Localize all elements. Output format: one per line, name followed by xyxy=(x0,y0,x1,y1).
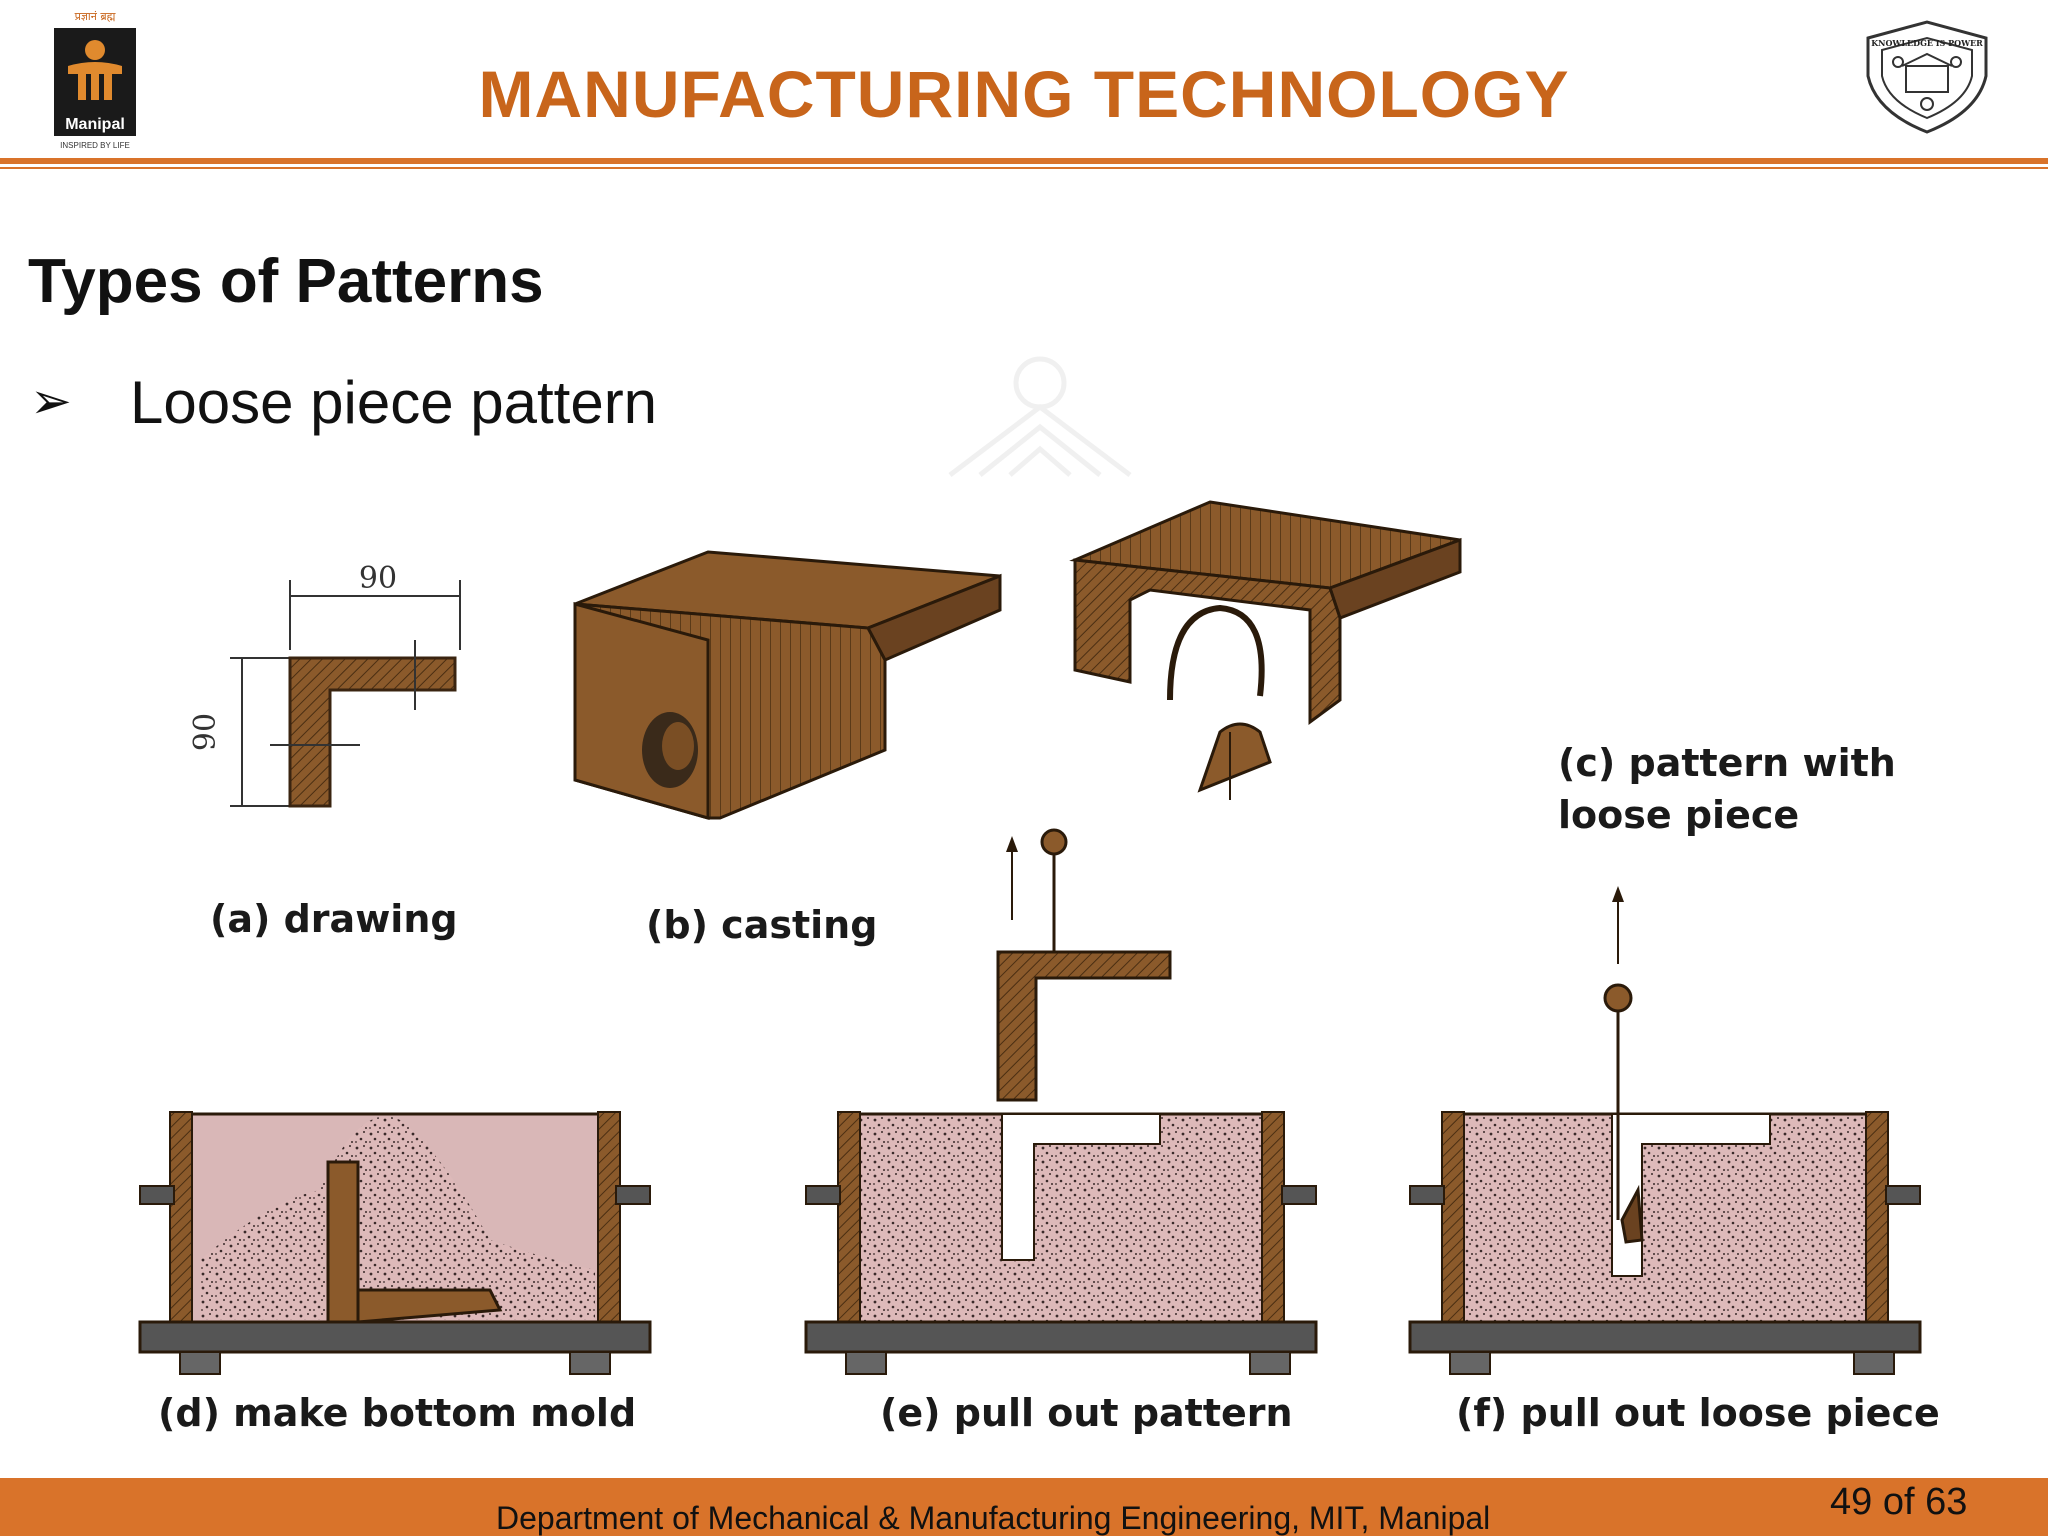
loose-piece-pattern-figure: 90 90 (a) drawing (b) casting xyxy=(130,500,1940,1450)
dimension-label-height: 90 xyxy=(188,713,223,751)
mit-seal-icon: KNOWLEDGE IS POWER xyxy=(1858,16,1996,136)
pattern-c: (c) pattern with loose piece xyxy=(1069,500,1896,837)
dimension-label-width: 90 xyxy=(359,561,397,596)
casting-b: (b) casting xyxy=(573,550,1002,947)
logo-name: Manipal xyxy=(65,116,125,133)
caption-e: (e) pull out pattern xyxy=(880,1391,1293,1435)
caption-b: (b) casting xyxy=(646,903,877,947)
watermark-logo xyxy=(940,355,1140,480)
bullet-arrow-icon: ➢ xyxy=(30,373,72,429)
mold-f: (f) pull out loose piece xyxy=(1408,886,1940,1435)
caption-c-line1: (c) pattern with xyxy=(1558,741,1896,785)
header-divider-thin xyxy=(0,167,2048,169)
manipal-logo: प्रज्ञानं ब्रह्म Manipal INSPIRED BY LIF… xyxy=(50,6,140,151)
page-counter: 49 of 63 xyxy=(1830,1481,1968,1523)
seal-ring-text: KNOWLEDGE IS POWER xyxy=(1871,38,1983,48)
footer-department: Department of Mechanical & Manufacturing… xyxy=(496,1500,1491,1536)
section-heading: Types of Patterns xyxy=(28,247,544,316)
mold-e: (e) pull out pattern xyxy=(804,828,1318,1435)
logo-tagline: INSPIRED BY LIFE xyxy=(60,141,130,150)
caption-c-line2: loose piece xyxy=(1558,793,1799,837)
header-title: MANUFACTURING TECHNOLOGY xyxy=(478,57,1570,131)
header-divider xyxy=(0,158,2048,164)
footer-bar xyxy=(0,1478,2048,1536)
caption-f: (f) pull out loose piece xyxy=(1456,1391,1940,1435)
bullet-text: Loose piece pattern xyxy=(130,369,658,436)
mold-d: (d) make bottom mold xyxy=(138,1111,652,1435)
drawing-a: 90 90 (a) drawing xyxy=(188,561,461,941)
caption-a: (a) drawing xyxy=(210,897,458,941)
caption-d: (d) make bottom mold xyxy=(158,1391,636,1435)
logo-top-text: प्रज्ञानं ब्रह्म xyxy=(75,10,116,23)
